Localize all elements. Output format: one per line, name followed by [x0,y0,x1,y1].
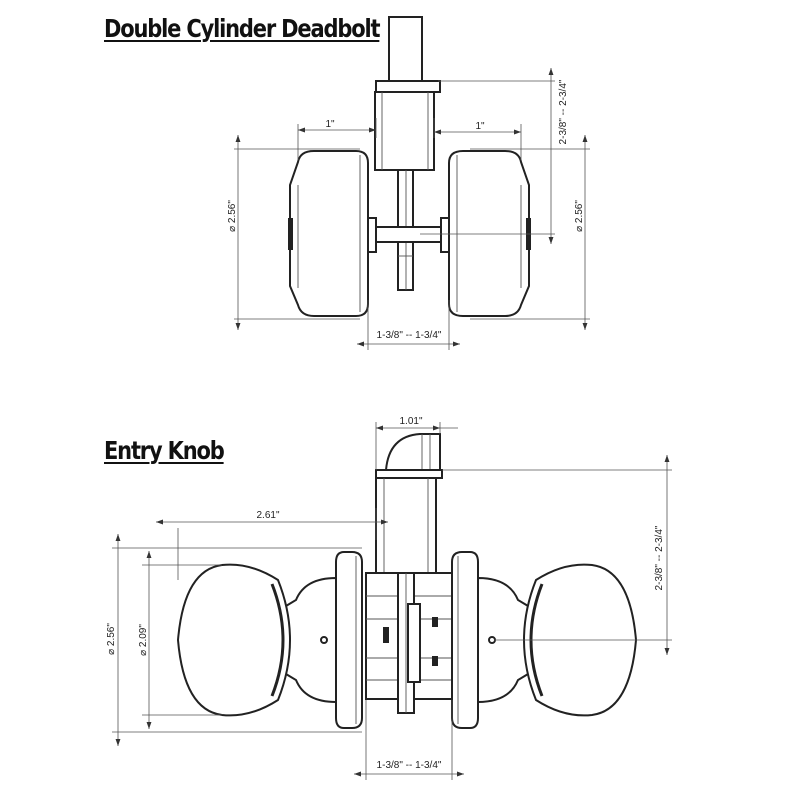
deadbolt-title: Double Cylinder Deadbolt [104,14,381,43]
knob-left-rose [335,551,363,729]
deadbolt-left-keyway [288,218,293,250]
deadbolt-spindle [374,226,450,243]
deadbolt-housing [374,91,435,171]
knob-latch-housing [375,477,437,574]
deadbolt-backset-label: 2-3/8" -- 2-3/4" [558,79,569,144]
deadbolt-right-setback-label: 1" [475,121,485,132]
knob-knob-diameter-label: ⌀ 2.09" [138,624,149,656]
knob-rose-diameter-label: ⌀ 2.56" [106,623,117,655]
knob-latch-bolt [384,433,441,471]
knob-projection-label: 2.61" [256,510,279,521]
deadbolt-right-cylinder [448,150,530,317]
deadbolt-left-cylinder [289,150,369,317]
deadbolt-bolt [388,16,423,88]
deadbolt-left-diameter-label: ⌀ 2.56" [227,200,238,232]
knob-door-thickness-label: 1-3/8" -- 1-3/4" [377,760,442,771]
knob-backset-label: 2-3/8" -- 2-3/4" [654,525,665,590]
deadbolt-door-thickness-label: 1-3/8" -- 1-3/4" [377,330,442,341]
knob-faceplate [375,469,443,479]
deadbolt-drawing: ⌀ 2.56" ⌀ 2.56" 2-3/8" -- 2-3/4" 1" 1" 1… [227,16,590,350]
entry-knob-title: Entry Knob [104,436,225,465]
deadbolt-faceplate [375,80,441,93]
knob-left-keyhole [320,636,328,644]
knob-left-neck [285,576,337,704]
deadbolt-left-setback-label: 1" [325,119,335,130]
knob-right-rose [451,551,479,729]
knob-latch-width-label: 1.01" [399,416,422,427]
entry-knob-drawing: 1.01" 2.61" 2-3/8" -- 2-3/4" ⌀ 2.56" ⌀ 2… [106,416,672,780]
deadbolt-right-diameter-label: ⌀ 2.56" [574,200,585,232]
